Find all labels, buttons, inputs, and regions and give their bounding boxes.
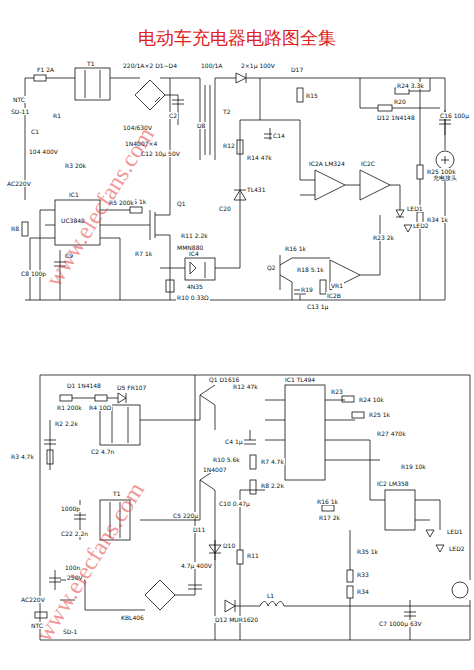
- part-label: LED2: [448, 545, 466, 552]
- part-label: C4 1μ: [224, 438, 244, 445]
- part-label: R27 470k: [376, 430, 407, 437]
- part-label: C16 100μ: [439, 112, 470, 119]
- part-label: R18 5.1k: [296, 266, 325, 273]
- part-label: 4.7μ 400V: [180, 562, 213, 569]
- part-label: R35 1k: [356, 548, 379, 555]
- part-label: R8: [10, 225, 20, 232]
- part-label: AC220V: [6, 180, 32, 187]
- part-label: R1 200k: [56, 404, 83, 411]
- charger-circuit-bottom: [35, 375, 470, 640]
- part-label: R25 1k: [368, 411, 391, 418]
- part-label: D12 MUR1620: [214, 616, 259, 623]
- part-label: Q2: [266, 264, 277, 271]
- part-label: LED2: [412, 222, 430, 229]
- part-label: R3 20k: [64, 162, 87, 169]
- part-label: R7 1k: [134, 250, 153, 257]
- part-label: D1 1N4148: [66, 382, 102, 389]
- part-label: R4 10Ω: [88, 404, 112, 411]
- part-label: R1: [52, 112, 62, 119]
- part-label: R24 10k: [358, 396, 385, 403]
- part-label: D5 FR107: [116, 384, 147, 391]
- part-label: NTC: [12, 96, 26, 103]
- part-label: C7 1000μ 63V: [378, 620, 423, 627]
- part-label: R8 2.2k: [260, 482, 285, 489]
- part-label: IC2 LM358: [376, 480, 410, 487]
- part-label: SD-11: [10, 108, 30, 115]
- part-label: C5 220μ: [172, 512, 199, 519]
- part-label: IC1: [68, 191, 80, 198]
- part-label: R12: [222, 142, 236, 149]
- part-label: D17: [290, 66, 304, 73]
- part-label: IC1 TL494: [284, 376, 316, 383]
- part-label: 220/1A×2 D1~D4: [122, 62, 178, 69]
- part-label: C20: [218, 205, 232, 212]
- part-label: R12 47k: [232, 383, 259, 390]
- part-label: R24 3.3k: [396, 82, 425, 89]
- charger-circuit-top: [22, 68, 454, 300]
- part-label: IC4: [188, 250, 200, 257]
- part-label: IC2B: [326, 292, 342, 299]
- part-label: T1: [86, 60, 95, 67]
- watermark: www.elecfans.com: [31, 478, 151, 647]
- part-label: R19: [300, 286, 314, 293]
- part-label: R34 1k: [426, 216, 449, 223]
- part-label: VR1: [330, 282, 344, 289]
- part-label: R7 4.7k: [260, 458, 285, 465]
- part-label: C14: [272, 132, 286, 139]
- part-label: D12 1N4148: [376, 114, 416, 121]
- part-label: C13 1μ: [306, 303, 329, 310]
- part-label: Q1: [176, 200, 187, 207]
- part-label: R14 47k: [246, 154, 273, 161]
- part-label: R23 2k: [372, 234, 395, 241]
- part-label: 4N35: [186, 283, 204, 290]
- part-label: Q1 D1616: [208, 376, 240, 383]
- part-label: TL431: [246, 186, 266, 193]
- part-label: L1: [266, 592, 275, 599]
- part-label: R33: [356, 571, 370, 578]
- part-label: 2×1μ 100V: [240, 62, 276, 69]
- part-label: R15: [305, 92, 319, 99]
- part-label: R11: [246, 552, 260, 559]
- part-label: 104 400V: [28, 148, 59, 155]
- part-label: D11: [192, 526, 206, 533]
- part-label: R23: [330, 388, 344, 395]
- part-label: IC2A LM324: [308, 160, 346, 167]
- page-title: 电动车充电器电路图全集: [0, 26, 474, 50]
- part-label: LED1: [446, 528, 464, 535]
- part-label: R16 1k: [284, 245, 307, 252]
- part-label: C10 0.47μ: [218, 500, 251, 507]
- part-label: 100/1A: [200, 62, 223, 69]
- part-label: R2 2.2k: [54, 420, 79, 427]
- part-label: T2: [222, 108, 231, 115]
- part-label: R10 5.6k: [212, 456, 241, 463]
- part-label: R19 10k: [400, 463, 427, 470]
- part-label: C22 2.2n: [60, 530, 89, 537]
- part-label: C1: [30, 128, 40, 135]
- part-label: R16 1k: [316, 498, 339, 505]
- part-label: F1 2A: [36, 66, 55, 73]
- part-label: R11 2.2k: [180, 232, 209, 239]
- part-label: KBL406: [120, 614, 145, 621]
- part-label: IC2C: [360, 160, 376, 167]
- part-label: R3 4.7k: [10, 453, 35, 460]
- part-label: SD-1: [62, 628, 78, 635]
- part-label: R10 0.33Ω: [176, 294, 210, 301]
- part-label: LED1: [406, 205, 424, 212]
- part-label: R17 2k: [318, 514, 341, 521]
- part-label: R20: [393, 98, 407, 105]
- part-label: 1N4007: [202, 466, 228, 473]
- part-label: 1000p: [60, 505, 81, 512]
- part-label: R34: [356, 588, 370, 595]
- part-label: C2: [168, 112, 178, 119]
- part-label: 充电接头: [432, 174, 458, 181]
- part-label: D8: [196, 122, 206, 129]
- part-label: D10: [222, 542, 236, 549]
- part-label: AC220V: [20, 596, 46, 603]
- part-label: C2 4.7n: [90, 448, 115, 455]
